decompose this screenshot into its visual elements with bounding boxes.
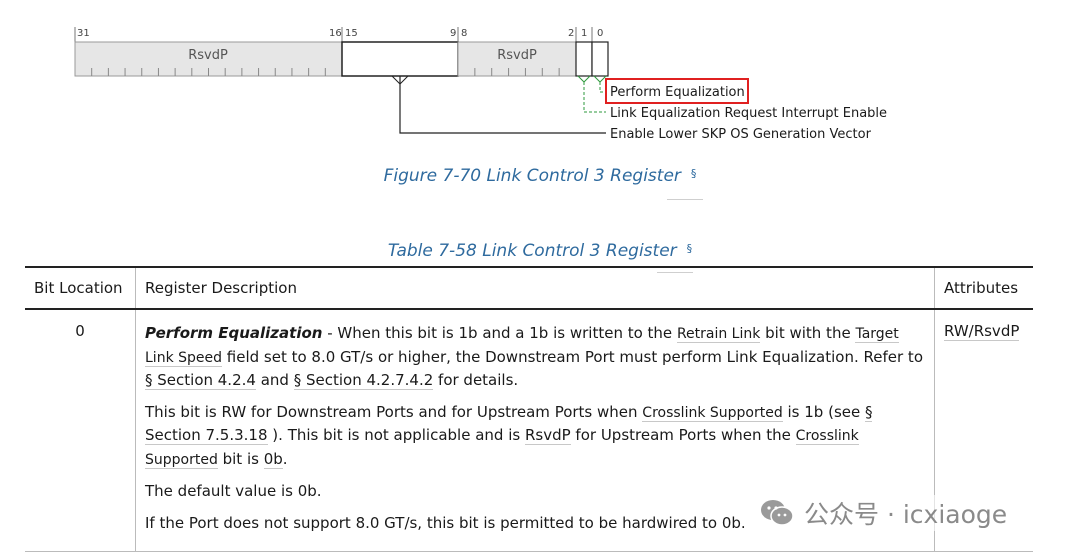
figure-caption: Figure 7-70 Link Control 3 Register § — [0, 166, 1080, 186]
description-text: bit with the — [760, 324, 856, 342]
field-8-2-rsvdp — [457, 41, 577, 77]
rsvdp-ref[interactable]: RsvdP — [524, 426, 571, 445]
bit-label-1: 1 — [581, 28, 587, 39]
callout-perform-equalization: Perform Equalization — [610, 85, 745, 100]
callout-line-bit0 — [599, 82, 606, 93]
section-link[interactable]: § — [686, 242, 693, 255]
bit-label-31: 31 — [77, 28, 90, 39]
table-row: 0 Perform Equalization - When this bit i… — [25, 309, 1033, 552]
description-text: for Upstream Ports when the — [570, 426, 796, 444]
field-15-9 — [341, 41, 459, 77]
header-bit-location: Bit Location — [25, 266, 136, 310]
figure-caption-text: Figure 7-70 Link Control 3 Register — [383, 166, 681, 186]
field-bit-1 — [575, 41, 593, 77]
table-header-row: Bit Location Register Description Attrib… — [25, 266, 1033, 310]
description-text: ). This bit is not applicable and is — [267, 426, 525, 444]
bit-label-9: 9 — [450, 28, 456, 39]
crosslink-supported-ref[interactable]: Crosslink Supported — [145, 428, 859, 469]
field-name: Perform Equalization — [145, 324, 323, 342]
bit-label-8: 8 — [461, 28, 467, 39]
wechat-icon — [761, 500, 794, 526]
callout-enable-lower-skp: Enable Lower SKP OS Generation Vector — [610, 127, 872, 142]
bit-location-cell: 0 — [25, 309, 136, 552]
description-text: field set to 8.0 GT/s or higher, the Dow… — [222, 347, 923, 366]
description-text: . — [282, 449, 288, 468]
field-8-2-label: RsvdP — [497, 48, 537, 63]
description-text: and — [255, 371, 294, 389]
description-text: bit is — [217, 449, 264, 468]
field-bit-0 — [591, 41, 609, 77]
callout-line-bit1 — [583, 82, 606, 113]
section-link-7-5-3-18[interactable]: § Section 7.5.3.18 — [145, 402, 873, 445]
description-paragraph: This bit is RW for Downstream Ports and … — [145, 401, 925, 472]
target-link-speed-ref[interactable]: Target Link Speed — [145, 326, 899, 367]
bit-label-16: 16 — [329, 28, 342, 39]
bit-label-0: 0 — [597, 28, 603, 39]
section-link-4-2-4[interactable]: § Section 4.2.4 — [145, 371, 256, 390]
table-caption-text: Table 7-58 Link Control 3 Register — [387, 241, 677, 261]
description-text: This bit is RW for Downstream Ports and … — [145, 402, 643, 421]
description-text: - When this bit is 1b and a 1b is writte… — [322, 324, 677, 342]
field-31-16-label: RsvdP — [188, 48, 228, 63]
register-table: Bit Location Register Description Attrib… — [25, 266, 1033, 552]
description-paragraph: The default value is 0b. — [145, 482, 322, 500]
section-link[interactable]: § — [690, 167, 697, 180]
callout-link-eq-interrupt-enable: Link Equalization Request Interrupt Enab… — [610, 106, 887, 121]
header-register-description: Register Description — [135, 266, 935, 310]
attribute-value: RW/RsvdP — [944, 322, 1020, 341]
callout-line-15-9 — [399, 76, 606, 134]
register-diagram: 31 16 15 9 8 2 1 0 RsvdP RsvdP Perform E… — [74, 27, 887, 142]
description-text: for details. — [433, 371, 519, 389]
bit-label-2: 2 — [568, 28, 574, 39]
bit-label-15: 15 — [345, 28, 358, 39]
section-link-4-2-7-4-2[interactable]: § Section 4.2.7.4.2 — [293, 371, 434, 390]
table-caption: Table 7-58 Link Control 3 Register § — [0, 241, 1080, 261]
description-paragraph: Perform Equalization - When this bit is … — [145, 322, 925, 392]
highlight-box — [605, 78, 749, 104]
header-attributes: Attributes — [934, 266, 1033, 310]
watermark: 公众号 · icxiaoge — [760, 495, 1008, 531]
description-paragraph: If the Port does not support 8.0 GT/s, t… — [145, 513, 746, 532]
description-text: is 1b (see — [782, 402, 865, 421]
figure-caption-underline — [667, 199, 703, 200]
value-0b-ref: 0b — [263, 449, 283, 469]
crosslink-supported-ref[interactable]: Crosslink Supported — [642, 404, 783, 422]
watermark-text: 公众号 · icxiaoge — [804, 500, 1008, 529]
retrain-link-ref[interactable]: Retrain Link — [676, 326, 761, 343]
